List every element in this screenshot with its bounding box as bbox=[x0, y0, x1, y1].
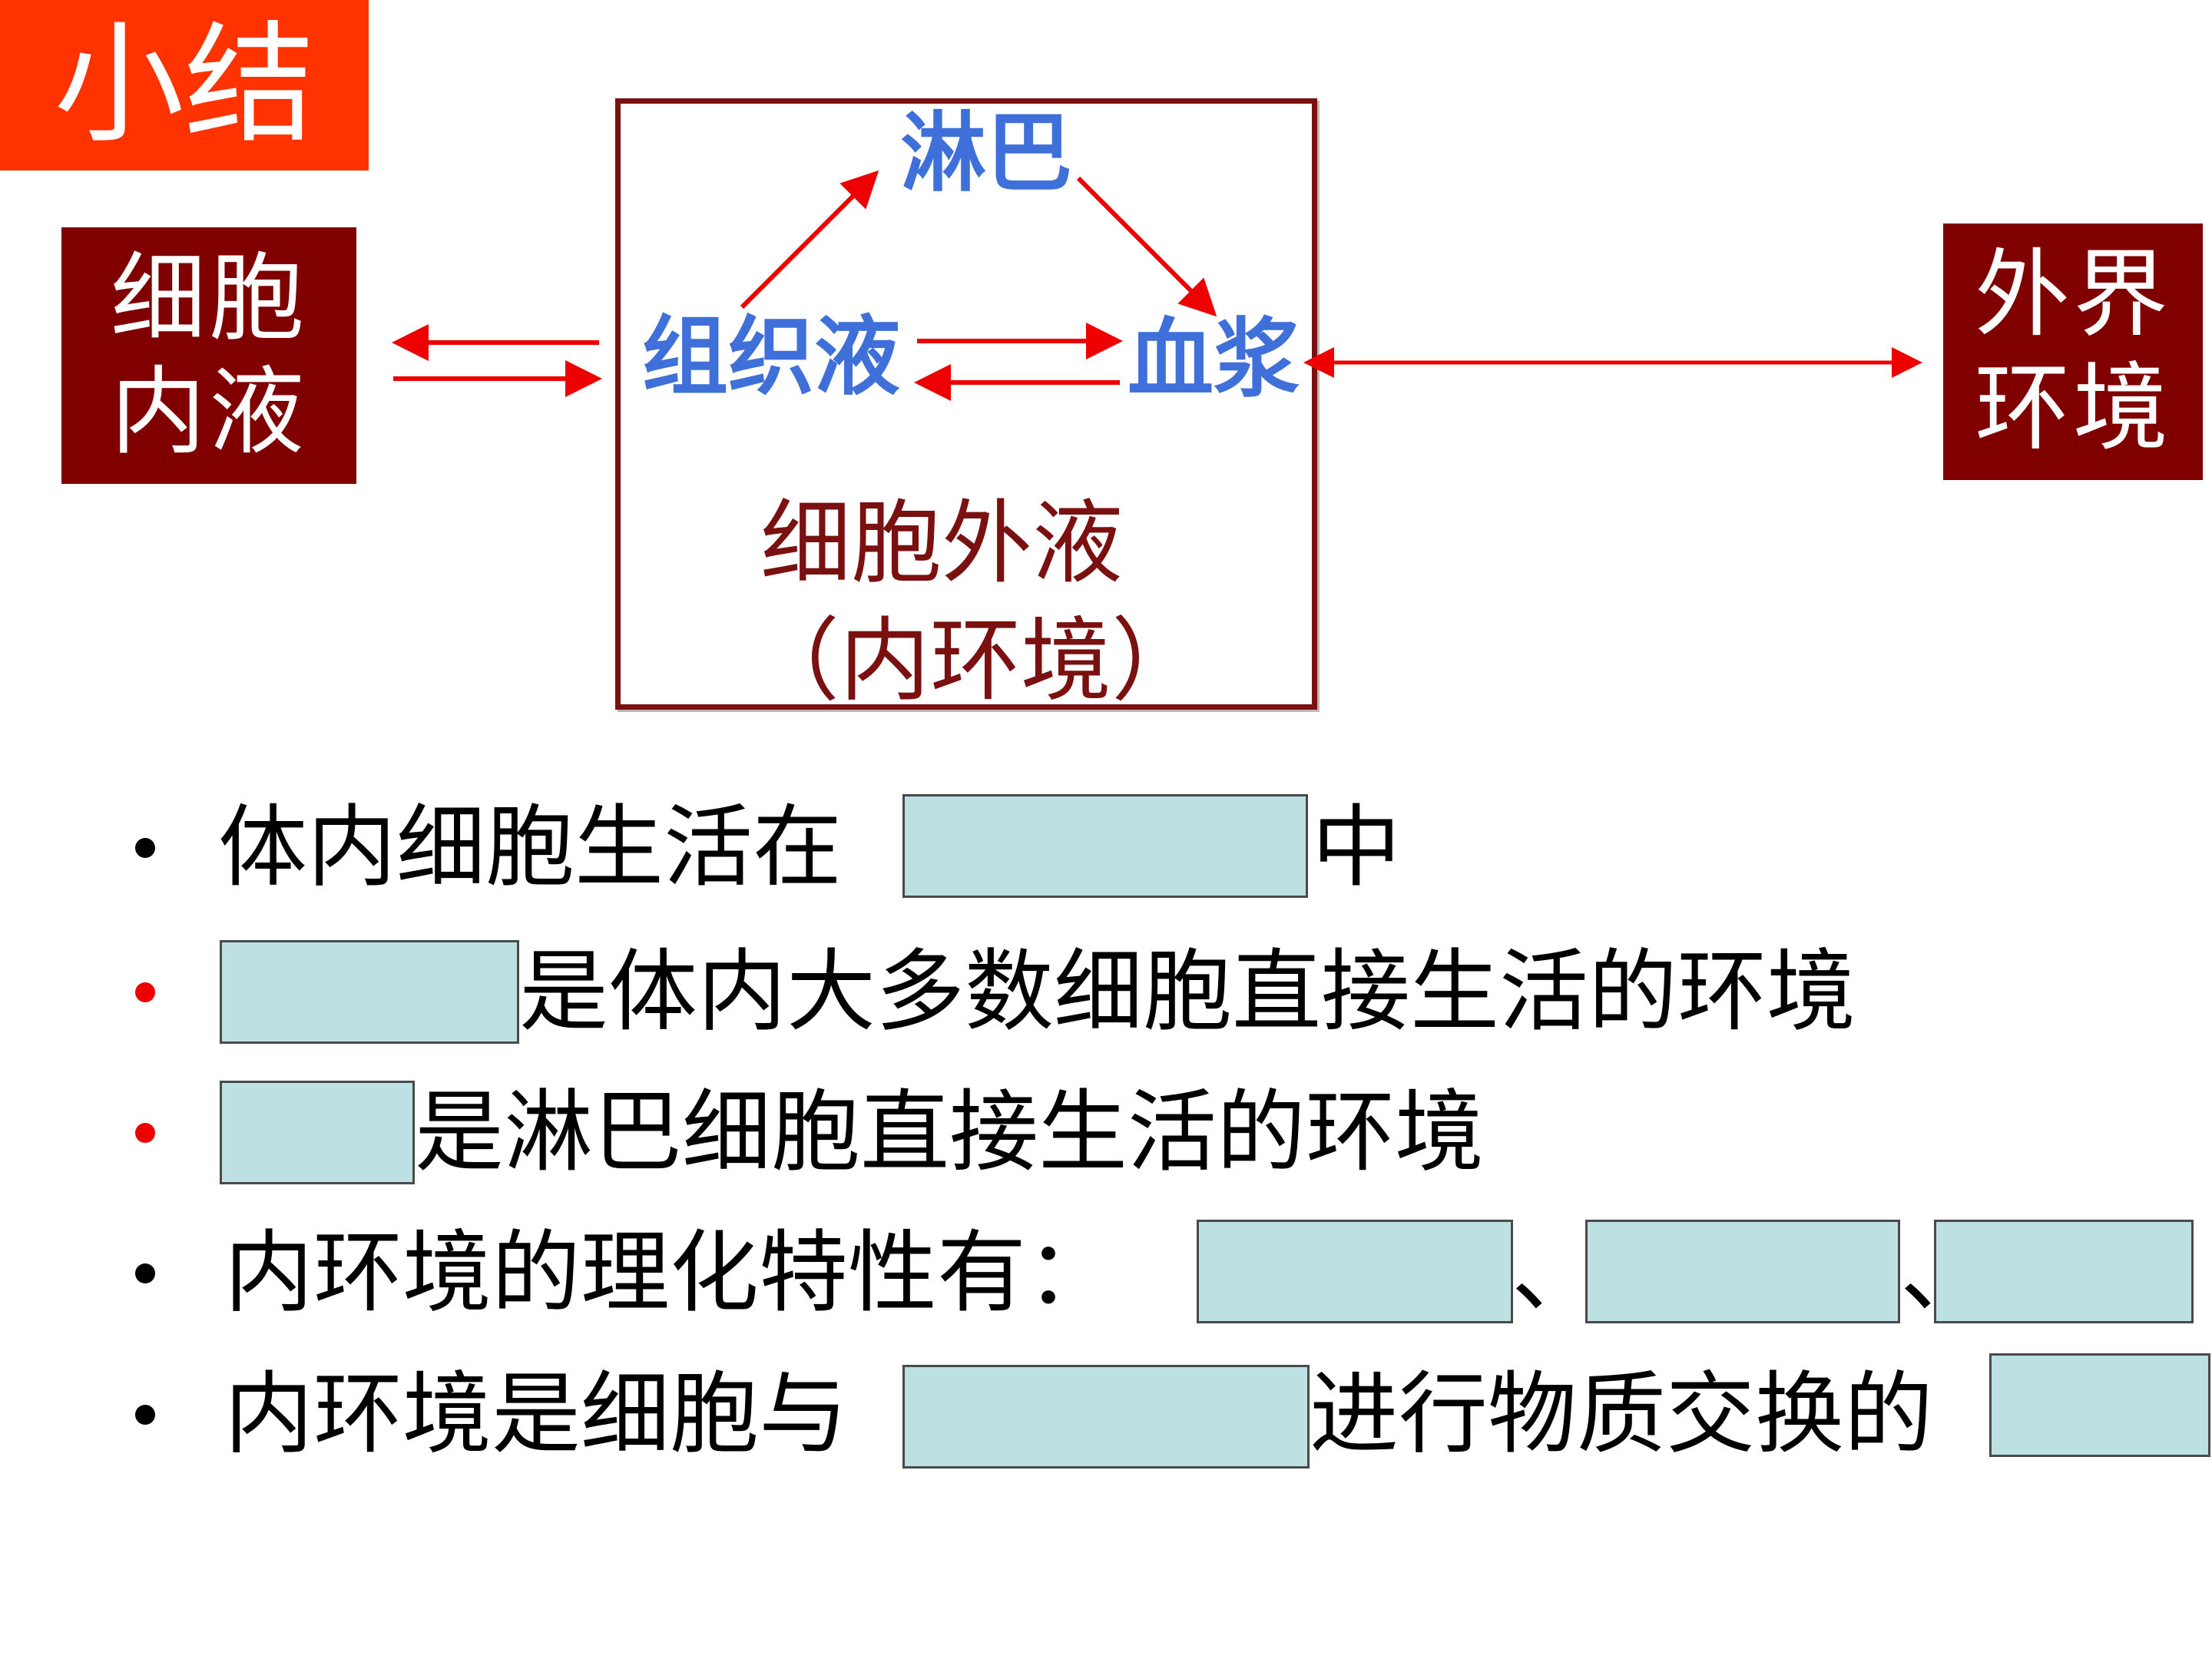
bullet-dot bbox=[135, 1123, 155, 1143]
bullet-item-3: 是淋巴细胞直接生活的环境 bbox=[0, 1079, 2212, 1187]
bullet-3-text-after: 是淋巴细胞直接生活的环境 bbox=[415, 1081, 1484, 1184]
internal-environment-label: （内环境） bbox=[749, 608, 1203, 714]
lymph-label: 淋巴 bbox=[900, 104, 1072, 204]
extracellular-fluid-box bbox=[615, 98, 1317, 710]
blank-living-environment bbox=[902, 794, 1308, 898]
external-label-line2: 环境 bbox=[1974, 353, 2171, 464]
bullet-dot bbox=[135, 838, 155, 858]
bullet-item-5: 内环境是细胞与 进行物质交换的 bbox=[0, 1353, 2212, 1469]
bullet-dot bbox=[135, 1263, 155, 1283]
bullet-5-text-before: 内环境是细胞与 bbox=[224, 1363, 848, 1466]
bullet-1-text-before: 体内细胞生活在 bbox=[218, 796, 842, 899]
external-environment-box: 外界 环境 bbox=[1943, 224, 2203, 480]
arrow-tissue-to-lymph bbox=[740, 170, 879, 310]
bullet-dot bbox=[135, 1405, 155, 1425]
bullet-1-text-after: 中 bbox=[1312, 796, 1401, 899]
bullet-dot bbox=[135, 982, 155, 1002]
intracellular-fluid-box: 细胞 内液 bbox=[61, 227, 356, 484]
slide-title: 小结 bbox=[0, 0, 369, 171]
extracellular-fluid-label: 细胞外液 bbox=[760, 490, 1124, 596]
plasma-label: 血浆 bbox=[1128, 310, 1300, 409]
blank-tissue-fluid bbox=[220, 940, 519, 1044]
bullet-item-2: 是体内大多数细胞直接生活的环境 bbox=[0, 939, 2212, 1046]
intracellular-label-line2: 内液 bbox=[110, 357, 307, 468]
bullet-item-4: 内环境的理化特性有： 、 、 bbox=[0, 1220, 2212, 1327]
blank-property-3 bbox=[1934, 1220, 2194, 1323]
external-label-line1: 外界 bbox=[1974, 240, 2171, 350]
bullet-2-text-after: 是体内大多数细胞直接生活的环境 bbox=[519, 940, 1856, 1044]
bullet-5-text-after: 进行物质交换的 bbox=[1310, 1363, 1933, 1466]
intracellular-label-line1: 细胞 bbox=[110, 243, 307, 354]
blank-medium bbox=[1989, 1353, 2210, 1457]
blank-external-environment bbox=[902, 1365, 1310, 1469]
bullet-item-1: 体内细胞生活在 中 bbox=[0, 794, 2212, 902]
bullet-4-text-before: 内环境的理化特性有： bbox=[224, 1221, 1115, 1325]
arrow-lymph-to-plasma bbox=[1076, 176, 1217, 317]
blank-lymph bbox=[220, 1081, 415, 1184]
tissue-fluid-label: 组织液 bbox=[642, 307, 900, 407]
blank-property-2 bbox=[1585, 1220, 1900, 1323]
blank-property-1 bbox=[1197, 1220, 1513, 1323]
